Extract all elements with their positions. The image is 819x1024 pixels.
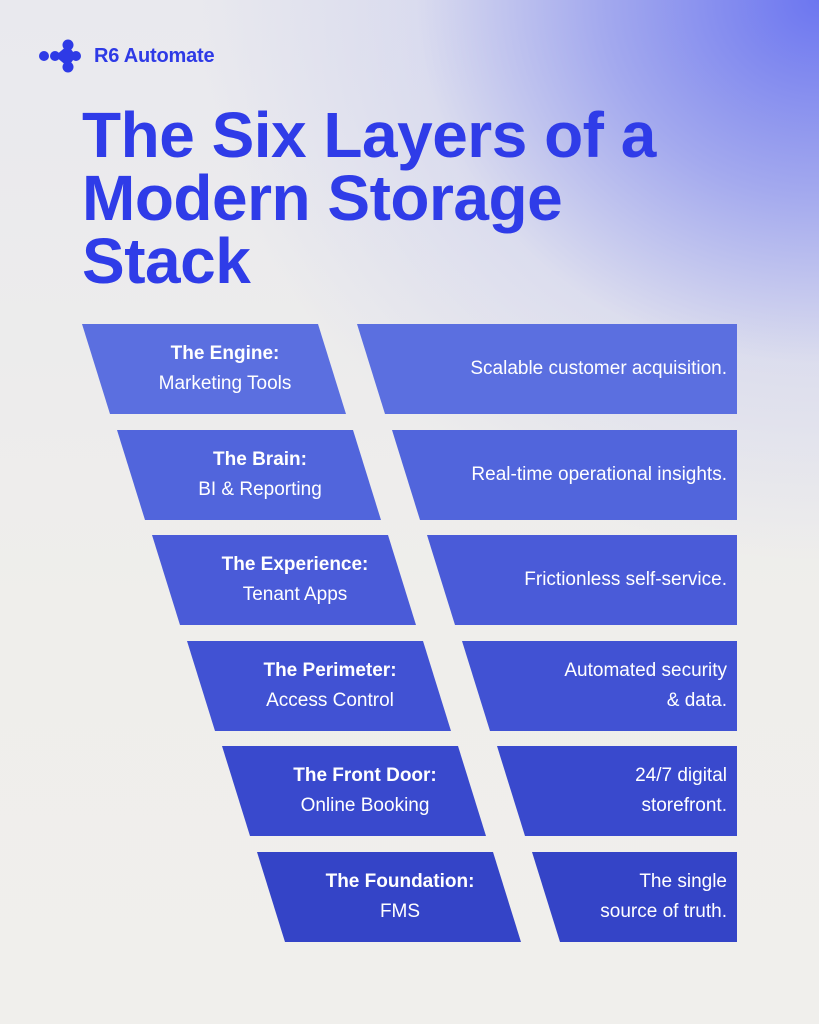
layer-benefit-line: source of truth.: [600, 901, 727, 922]
layer-benefit: Real-time operational insights.: [471, 430, 727, 520]
layer-row: The Foundation: FMS The single source of tr…: [0, 852, 819, 942]
layer-label-block: [187, 641, 451, 731]
layer-row: The Front Door: Online Booking 24/7 digita…: [0, 746, 819, 836]
layer-benefit-block: [532, 852, 737, 942]
layer-benefit-line: The single: [639, 871, 727, 892]
page-title: The Six Layers of a Modern Storage Stack: [82, 99, 782, 297]
layer-label-block: [117, 430, 381, 520]
layer-label-block: [152, 535, 416, 625]
layer-label: The Front Door: Online Booking: [270, 746, 460, 836]
layer-name: The Front Door:: [293, 765, 437, 786]
brand-name: R6 Automate: [94, 44, 215, 67]
layer-name: The Engine:: [170, 343, 280, 364]
layer-name: The Perimeter:: [263, 660, 397, 681]
layer-benefit-block: [427, 535, 737, 625]
layer-label-block: [82, 324, 346, 414]
layer-label: The Foundation: FMS: [305, 852, 495, 942]
layer-label: The Brain: BI & Reporting: [165, 430, 355, 520]
layer-benefit-line: & data.: [666, 690, 727, 711]
layer-name: The Brain:: [213, 449, 307, 470]
layer-benefit-line: Automated security: [564, 660, 727, 681]
layer-system: Online Booking: [300, 795, 430, 816]
title-line: Stack: [82, 225, 251, 297]
layer-label: The Engine: Marketing Tools: [130, 324, 320, 414]
title-line: The Six Layers of a: [82, 99, 656, 171]
title-line: Modern Storage: [82, 162, 563, 234]
layer-benefit-line: Scalable customer acquisition.: [470, 358, 727, 379]
layer-benefit-line: storefront.: [641, 795, 727, 816]
layer-benefit-line: Real-time operational insights.: [471, 464, 727, 485]
layer-system: FMS: [379, 901, 421, 922]
layer-label: The Perimeter: Access Control: [235, 641, 425, 731]
layer-benefit: The single source of truth.: [600, 852, 727, 942]
layer-name: The Foundation:: [325, 871, 475, 892]
layer-benefit-line: Frictionless self-service.: [524, 569, 727, 590]
layer-benefit-block: [357, 324, 737, 414]
layer-benefit-line: 24/7 digital: [635, 765, 727, 786]
r6-automate-logo-icon: [39, 39, 81, 73]
layer-row: The Brain: BI & Reporting Real-time operat…: [0, 430, 819, 520]
layer-row: The Engine: Marketing Tools Scalable custo…: [0, 324, 819, 414]
layer-system: Marketing Tools: [158, 373, 292, 394]
layer-benefit: Scalable customer acquisition.: [470, 324, 727, 414]
layer-row: The Experience: Tenant Apps Frictionless s…: [0, 535, 819, 625]
brand-logo: R6 Automate: [38, 38, 215, 74]
layer-system: Tenant Apps: [242, 584, 348, 605]
layer-benefit-block: [462, 641, 737, 731]
layer-benefit: Frictionless self-service.: [524, 535, 727, 625]
layer-system: Access Control: [266, 690, 394, 711]
layer-row: The Perimeter: Access Control Automated se…: [0, 641, 819, 731]
layer-benefit-block: [497, 746, 737, 836]
layer-system: BI & Reporting: [198, 479, 322, 500]
layer-benefit: Automated security & data.: [564, 641, 727, 731]
layer-label-block: [222, 746, 486, 836]
layer-label-block: [257, 852, 521, 942]
layer-benefit: 24/7 digital storefront.: [635, 746, 727, 836]
layer-label: The Experience: Tenant Apps: [200, 535, 390, 625]
layer-name: The Experience:: [221, 554, 369, 575]
layer-benefit-block: [392, 430, 737, 520]
